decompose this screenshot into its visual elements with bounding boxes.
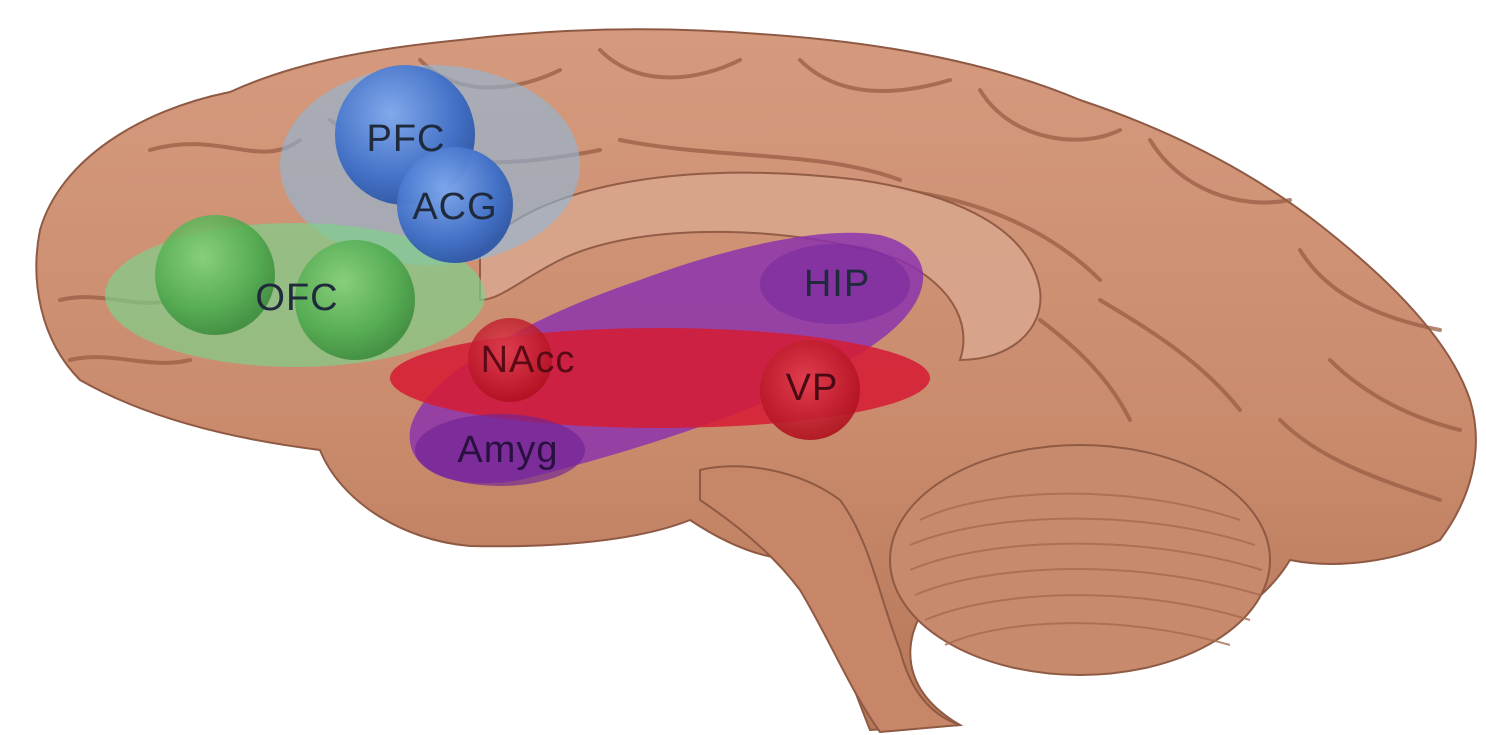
nacc-label: NAcc: [481, 339, 576, 381]
amyg-label: Amyg: [457, 429, 558, 471]
vp-label: VP: [786, 367, 839, 409]
ofc-label: OFC: [255, 277, 338, 319]
cerebellum: [890, 445, 1270, 675]
hip-label: HIP: [804, 263, 870, 305]
pfc-label: PFC: [367, 118, 446, 160]
acg-label: ACG: [412, 186, 497, 228]
